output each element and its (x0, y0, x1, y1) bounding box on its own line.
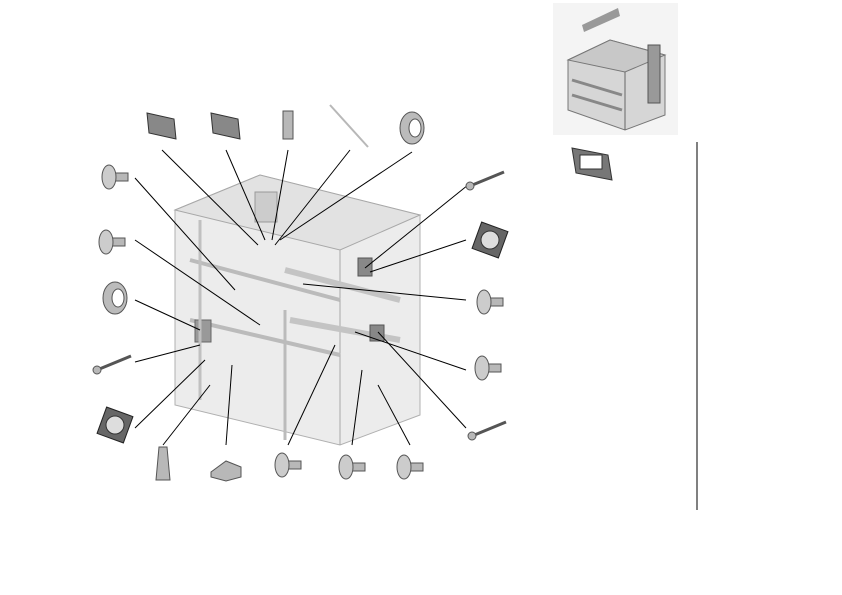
rail-bracket-icon (210, 112, 241, 140)
leader-line (162, 384, 211, 446)
assembly-thumbnail (553, 3, 678, 135)
phillips-screw-icon (98, 229, 126, 255)
shoulder-screw-icon (101, 164, 129, 190)
leader-line (302, 283, 467, 301)
leader-line (225, 149, 266, 241)
phillips-screw-icon (474, 355, 502, 381)
leader-line (377, 331, 467, 429)
leader-lines (134, 149, 469, 446)
leader-line (354, 331, 467, 371)
leader-line (287, 344, 336, 446)
post-icon (155, 446, 171, 481)
shoulder-screw-icon (274, 452, 302, 478)
leader-line (134, 177, 236, 291)
leader-line (134, 344, 201, 363)
leader-line (225, 364, 233, 446)
bracket-thumbnail (571, 147, 613, 181)
long-screw-icon (465, 170, 505, 191)
long-screw-icon (467, 420, 507, 441)
blade-clip-icon (282, 110, 294, 140)
bracket-plate-icon (146, 112, 177, 140)
rod-icon (329, 104, 369, 148)
leader-line (271, 149, 289, 241)
fan-icon (96, 406, 134, 444)
leader-line (161, 149, 259, 246)
leader-line (134, 239, 261, 326)
leader-line (279, 151, 413, 241)
leader-line (134, 299, 201, 331)
fan-icon (471, 221, 509, 259)
phillips-screw-icon (338, 454, 366, 480)
leader-line (351, 369, 363, 446)
shoulder-screw-icon (476, 289, 504, 315)
bushing-icon (399, 111, 425, 145)
cam-collar-icon (102, 281, 128, 315)
long-screw-icon (92, 354, 132, 375)
leader-line (274, 149, 351, 246)
parts (92, 104, 509, 482)
leader-line (377, 384, 411, 446)
leader-line (369, 239, 467, 273)
leader-line (364, 184, 469, 269)
washer-screw-icon (396, 454, 424, 480)
main-frame-assembly (173, 174, 422, 446)
leader-line (134, 359, 206, 429)
clip-icon (210, 460, 242, 482)
